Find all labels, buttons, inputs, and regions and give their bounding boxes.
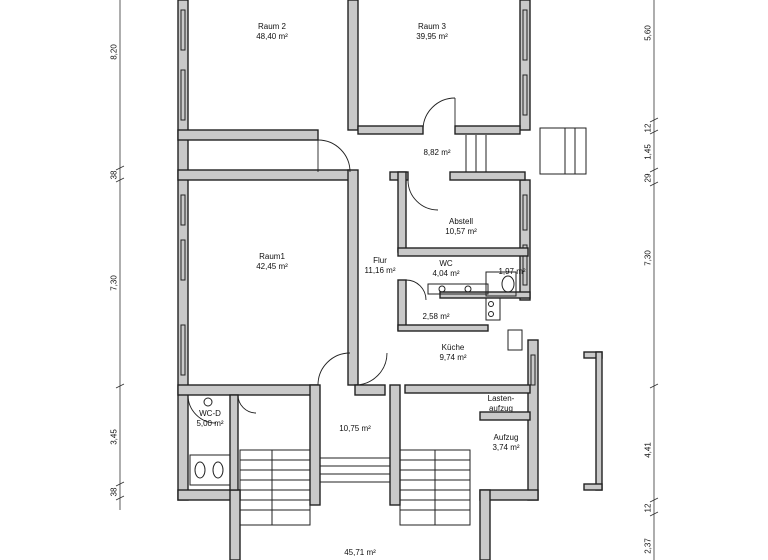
room-label-treppenhaus: 45,71 m² <box>344 548 376 557</box>
dim-right-2: 12 <box>643 123 653 133</box>
staircase-right <box>399 449 471 526</box>
landing-steps <box>320 457 390 483</box>
dim-right-7: 12 <box>643 503 653 513</box>
room-label-wc2: 1,97 m² <box>498 267 526 276</box>
room-label-vorraum: 8,82 m² <box>423 148 451 157</box>
dim-right-1: 5,60 <box>643 25 653 41</box>
dim-left-2: 38 <box>109 170 119 180</box>
room-label-lastenaufzug: Lasten-aufzug <box>487 394 515 413</box>
windows <box>180 9 536 386</box>
sanitary-fixtures <box>189 271 517 486</box>
doors <box>187 97 456 424</box>
dim-left-5: 38 <box>109 487 119 497</box>
dim-left-1: 8,20 <box>109 44 119 60</box>
dim-right-4: 29 <box>643 173 653 183</box>
aufzug-shaft <box>583 351 603 491</box>
dim-left-3: 7,30 <box>109 275 119 291</box>
dimension-line-left <box>115 0 125 510</box>
exterior-stair <box>465 127 587 175</box>
room-label-diele: 10,75 m² <box>339 424 371 433</box>
room-label-wasch: 2,58 m² <box>422 312 450 321</box>
dim-right-3: 1,45 <box>643 144 653 160</box>
dim-left-4: 3,45 <box>109 429 119 445</box>
dimension-line-right <box>649 0 659 560</box>
dim-right-5: 7,30 <box>643 250 653 266</box>
dim-right-8: 2,37 <box>643 538 653 554</box>
interior-walls <box>177 0 531 506</box>
staircase-left <box>239 449 311 526</box>
dim-right-6: 4,41 <box>643 442 653 458</box>
kitchen-counter <box>485 297 523 351</box>
